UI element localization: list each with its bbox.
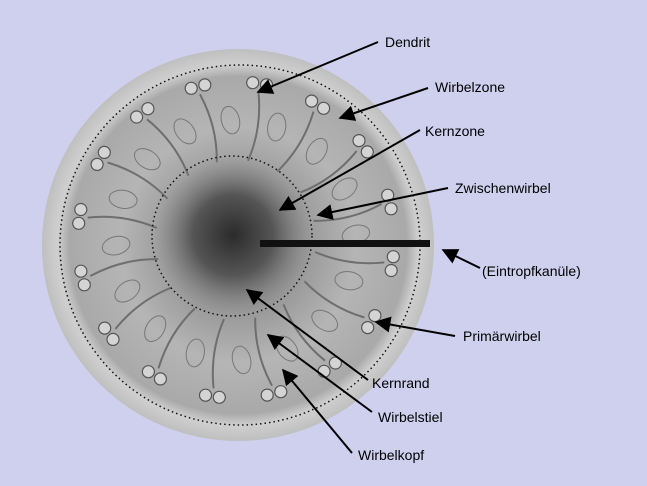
vortex-head [275, 386, 287, 398]
label-zwischenwirbel: Zwischenwirbel [455, 180, 551, 196]
vortex-head [185, 82, 197, 94]
label-dendrit: Dendrit [385, 34, 430, 50]
vortex-head [75, 204, 87, 216]
vortex-head [247, 77, 259, 89]
vortex-head [99, 322, 111, 334]
label-primaerwirbel: Primärwirbel [463, 328, 541, 344]
vortex-head [385, 265, 397, 277]
label-wirbelzone: Wirbelzone [435, 79, 505, 95]
vortex-head [361, 146, 373, 158]
vortex-head [75, 265, 87, 277]
vortex-head [200, 389, 212, 401]
label-wirbelkopf: Wirbelkopf [358, 447, 424, 463]
vortex-head [73, 217, 85, 229]
vortex-head [213, 391, 225, 403]
vortex-head [318, 102, 330, 114]
vortex-head [362, 322, 374, 334]
vortex-head [91, 158, 103, 170]
vortex-head [107, 333, 119, 345]
vortex-head [154, 373, 166, 385]
vortex-head [353, 135, 365, 147]
vortex-head [306, 95, 318, 107]
vortex-head [142, 103, 154, 115]
label-wirbelstiel: Wirbelstiel [378, 409, 443, 425]
vortex-head [369, 310, 381, 322]
vortex-head [387, 251, 399, 263]
vortex-head [78, 279, 90, 291]
label-kernzone: Kernzone [425, 123, 485, 139]
cannula [260, 240, 430, 247]
vortex-head [98, 146, 110, 158]
vortex-head [261, 389, 273, 401]
label-kernrand: Kernrand [372, 375, 430, 391]
arrow-eintropfkanuele [443, 250, 480, 268]
vortex-head [199, 79, 211, 91]
vortex-head [385, 203, 397, 215]
core-zone [153, 155, 313, 315]
vortex-head [131, 111, 143, 123]
label-eintropfkanuele: (Eintropfkanüle) [482, 263, 581, 279]
vortex-head [142, 366, 154, 378]
